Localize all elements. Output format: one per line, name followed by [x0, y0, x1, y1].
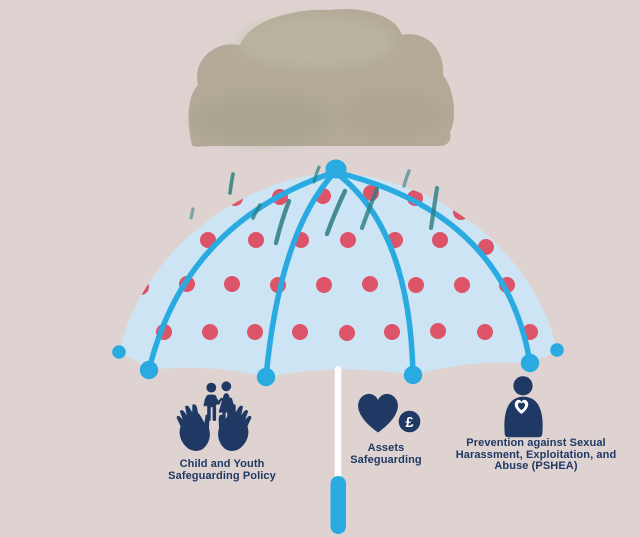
- rain-streak: [251, 203, 262, 220]
- cloud-shadow-patch: [192, 95, 332, 145]
- umbrella-rib: [332, 169, 533, 366]
- rain-streaks: [189, 165, 440, 246]
- cupped-hand-right: [218, 404, 252, 451]
- pound-coin: [395, 407, 424, 436]
- person-head: [513, 376, 533, 396]
- umbrella-ribs: [146, 169, 533, 380]
- rain-streak: [359, 186, 380, 231]
- child-boy-body: [205, 394, 217, 408]
- rib-tip-dot: [550, 343, 564, 357]
- umbrella-rib: [146, 169, 338, 373]
- umbrella-shaft: [334, 366, 342, 480]
- rain-cloud: [188, 9, 455, 147]
- children-held-hands: [216, 400, 221, 405]
- child-boy-head: [206, 382, 217, 393]
- rib-tip-dots: [112, 343, 564, 387]
- child-girl-leg: [222, 412, 226, 423]
- heart-coin-icon: £: [358, 393, 424, 436]
- person-heart-badge-icon: [504, 376, 543, 438]
- rain-streak: [312, 165, 321, 184]
- child-girl-dress: [218, 393, 234, 413]
- cupped-hand-left: [176, 404, 210, 451]
- child-girl-head: [221, 381, 232, 392]
- pshea-label: Prevention against Sexual Harassment, Ex…: [455, 437, 617, 472]
- umbrella-rib: [332, 169, 416, 378]
- person-torso: [504, 396, 543, 438]
- assets-safeguarding-label: Assets Safeguarding: [350, 442, 422, 466]
- rib-tip-dot: [256, 367, 276, 387]
- umbrella-rib: [263, 169, 338, 380]
- child-boy-leg: [212, 406, 217, 421]
- rain-streak: [324, 188, 348, 237]
- cloud-highlight-patch: [235, 16, 395, 68]
- rain-streak: [189, 207, 195, 220]
- heart-badge-inner: [517, 402, 526, 411]
- rib-tip-dot: [403, 365, 423, 385]
- umbrella-top-knob: [325, 159, 347, 179]
- cloud-shadow-patch: [340, 93, 444, 137]
- pound-symbol: £: [405, 415, 413, 431]
- rain-streak: [428, 185, 440, 231]
- rain-streak: [273, 198, 292, 246]
- rain-streak: [228, 172, 235, 195]
- child-youth-safeguarding-label: Child and Youth Safeguarding Policy: [168, 458, 276, 482]
- umbrella-handle: [330, 476, 346, 534]
- rib-tip-dot: [520, 353, 540, 373]
- rib-tip-dot: [112, 345, 126, 359]
- heart-shape: [358, 393, 398, 433]
- children-in-hands-icon: [176, 381, 252, 451]
- rain-streak: [402, 169, 411, 188]
- rib-tip-dot: [139, 360, 159, 380]
